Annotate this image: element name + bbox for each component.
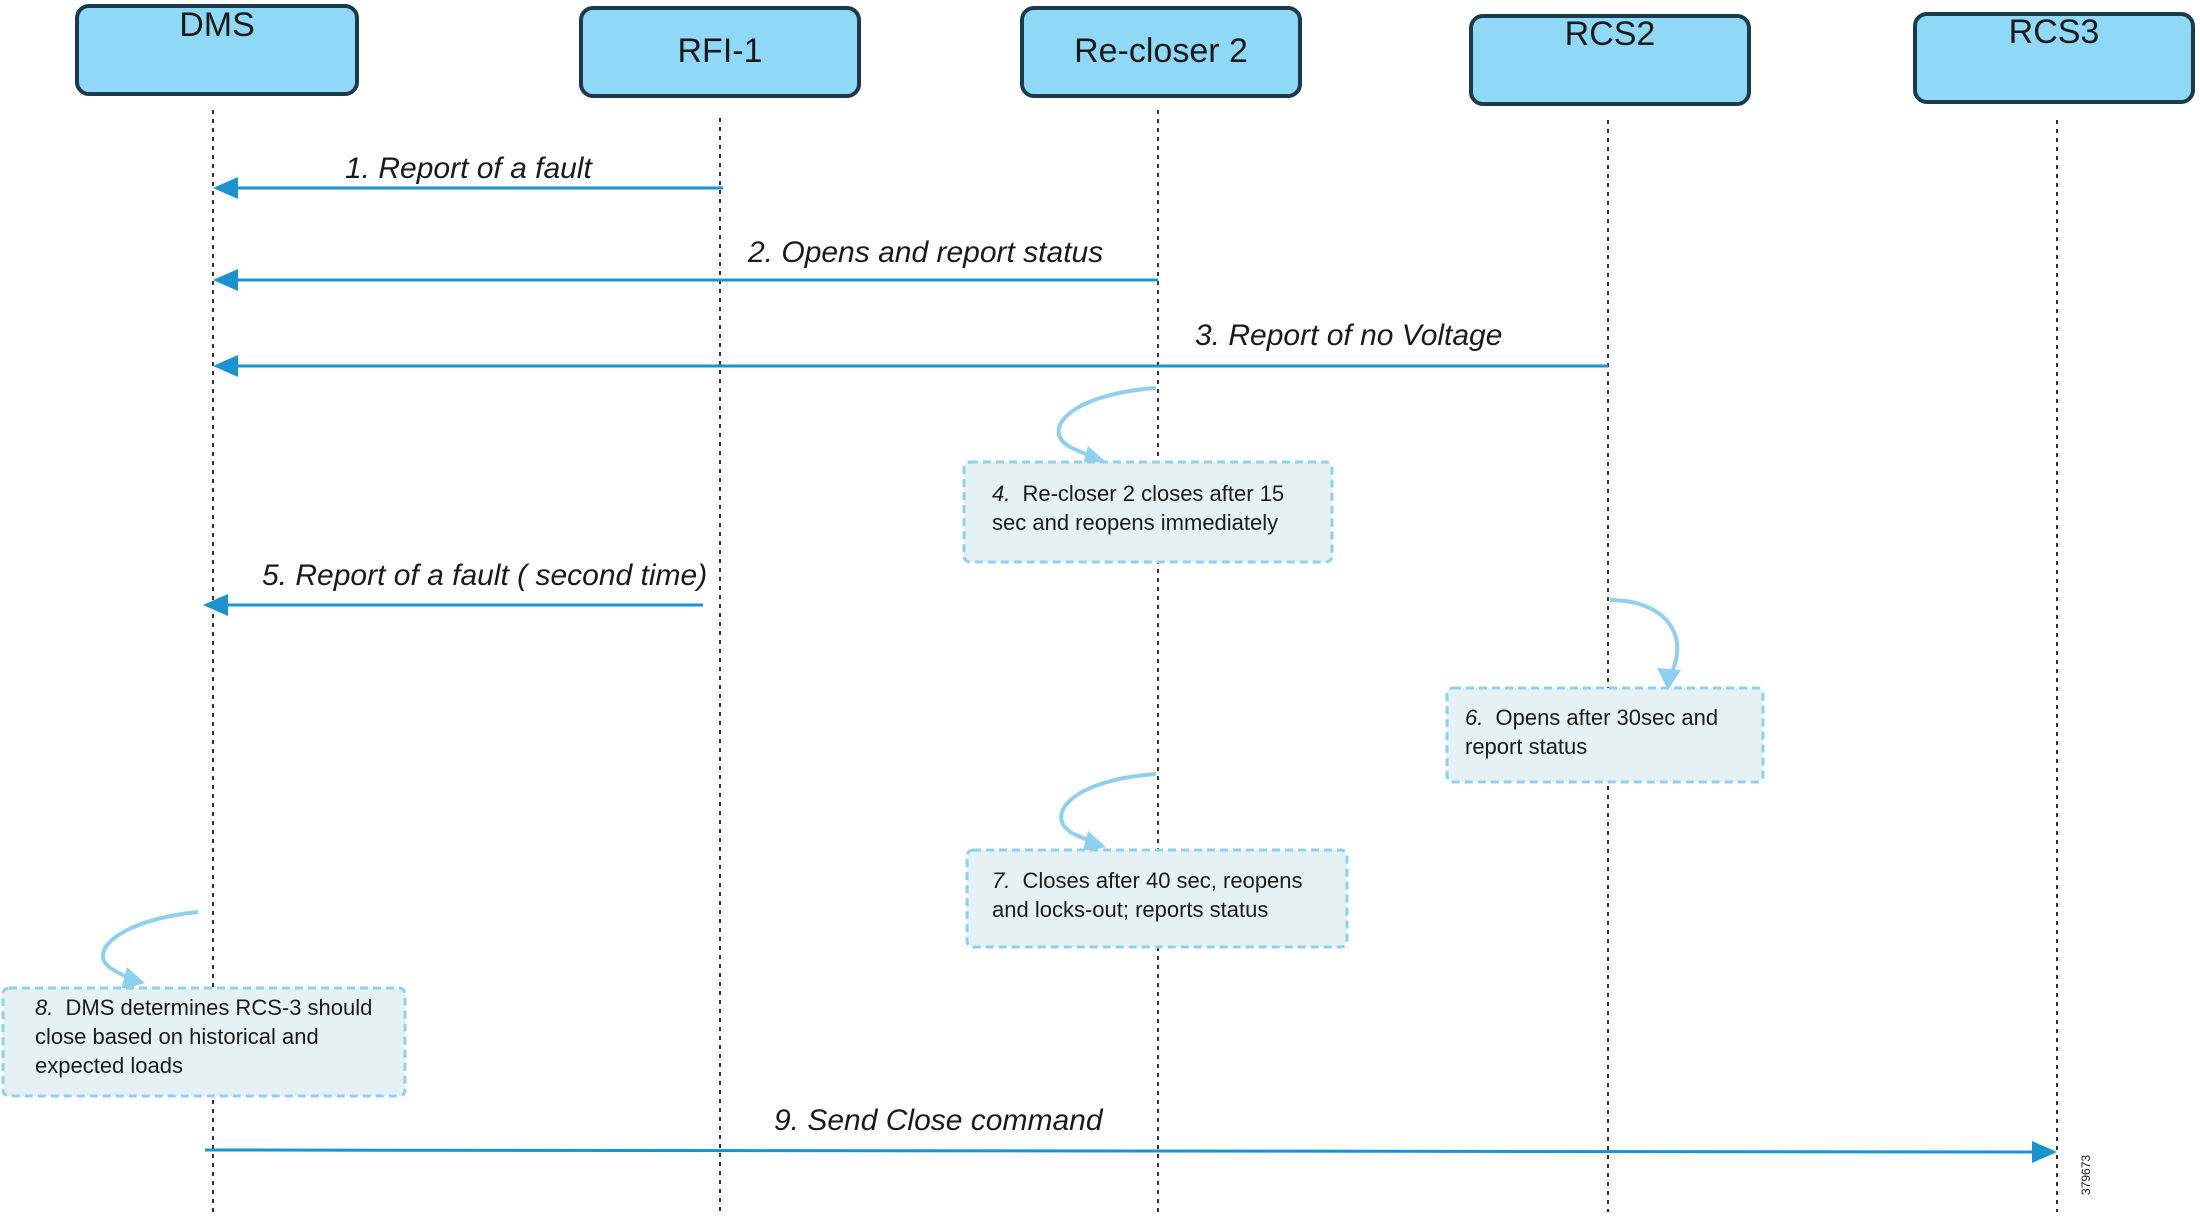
note-line: expected loads bbox=[35, 1053, 183, 1078]
note-line: close based on historical and bbox=[35, 1024, 319, 1049]
message-label: 3. Report of no Voltage bbox=[1195, 319, 1502, 352]
message-label: 2. Opens and report status bbox=[747, 236, 1103, 269]
actor-label: DMS bbox=[179, 6, 255, 44]
note-line: and locks-out; reports status bbox=[992, 897, 1268, 922]
actor-label: RFI-1 bbox=[678, 32, 763, 70]
note-7: 7. Closes after 40 sec, reopens and lock… bbox=[965, 848, 1349, 949]
message-label: 1. Report of a fault bbox=[345, 152, 593, 185]
self-loop-arrow-4 bbox=[1056, 386, 1157, 468]
actor-label: RCS2 bbox=[1565, 15, 1656, 53]
self-loop-arrow-7 bbox=[1059, 772, 1157, 853]
actor-re-closer-2: Re-closer 2 bbox=[1020, 6, 1302, 98]
note-line: report status bbox=[1465, 734, 1587, 759]
actor-rcs3: RCS3 bbox=[1913, 12, 2195, 104]
actor-rcs2: RCS2 bbox=[1469, 14, 1751, 106]
svg-text:4. Re-closer 2 closes af: 4. Re-closer 2 closes after 15 bbox=[992, 481, 1284, 506]
note-line: Opens after 30sec and bbox=[1495, 705, 1718, 730]
actor-label: RCS3 bbox=[2009, 13, 2100, 51]
note-number: 8. bbox=[35, 995, 53, 1020]
note-line: DMS determines RCS-3 should bbox=[65, 995, 372, 1020]
svg-text:8. DMS determines RCS-3: 8. DMS determines RCS-3 should bbox=[35, 995, 372, 1020]
svg-text:7. Closes after 40 sec,: 7. Closes after 40 sec, reopens bbox=[992, 868, 1303, 893]
note-8: 8. DMS determines RCS-3 should close bas… bbox=[1, 986, 407, 1098]
message-5: 5. Report of a fault ( second time) bbox=[203, 559, 707, 616]
svg-text:6. Opens after 30sec and: 6. Opens after 30sec and bbox=[1465, 705, 1718, 730]
note-line: sec and reopens immediately bbox=[992, 510, 1278, 535]
note-number: 7. bbox=[992, 868, 1010, 893]
message-9: 9. Send Close command bbox=[204, 1104, 2057, 1163]
message-1: 1. Report of a fault bbox=[213, 152, 723, 199]
figure-id: 379673 bbox=[2079, 1155, 2093, 1195]
message-2: 2. Opens and report status bbox=[213, 236, 1158, 291]
self-loop-arrow-6 bbox=[1609, 598, 1681, 690]
note-number: 4. bbox=[992, 481, 1010, 506]
note-line: Re-closer 2 closes after 15 bbox=[1022, 481, 1284, 506]
message-3: 3. Report of no Voltage bbox=[213, 319, 1608, 377]
actor-dms: DMS bbox=[75, 4, 359, 96]
note-4: 4. Re-closer 2 closes after 15 sec and r… bbox=[962, 460, 1334, 564]
note-number: 6. bbox=[1465, 705, 1483, 730]
note-6: 6. Opens after 30sec and report status bbox=[1445, 686, 1765, 784]
note-line: Closes after 40 sec, reopens bbox=[1022, 868, 1302, 893]
message-label: 5. Report of a fault ( second time) bbox=[262, 559, 707, 592]
actor-rfi-1: RFI-1 bbox=[579, 6, 861, 98]
message-label: 9. Send Close command bbox=[774, 1104, 1104, 1137]
actor-label: Re-closer 2 bbox=[1074, 32, 1248, 70]
self-loop-arrow-8 bbox=[101, 910, 199, 990]
